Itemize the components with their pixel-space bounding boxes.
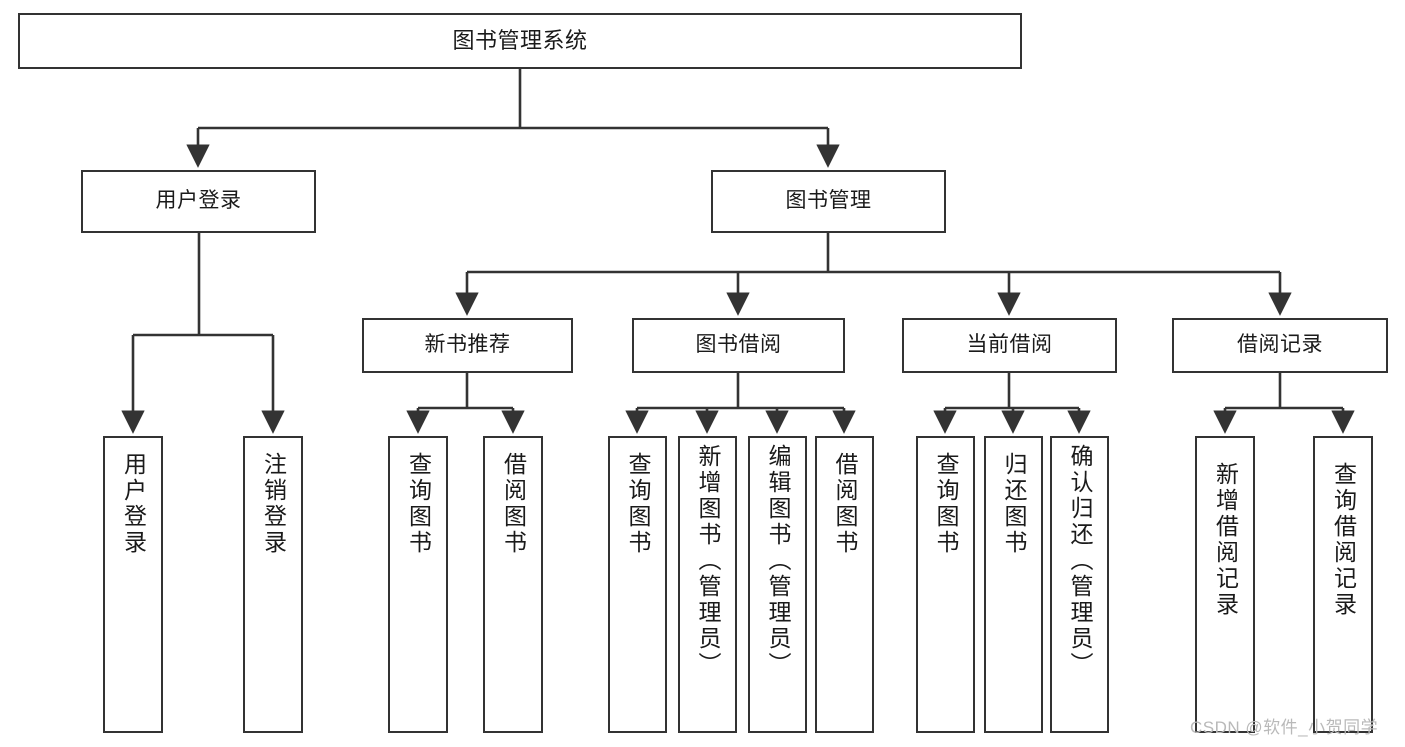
node-leaf-borrow-book-2-label: 借阅图书 (832, 452, 858, 556)
node-current-borrow[interactable]: 当前借阅 (902, 318, 1117, 373)
node-leaf-return-book[interactable]: 归还图书 (984, 436, 1043, 733)
node-leaf-query-borrow-record[interactable]: 查询借阅记录 (1313, 436, 1373, 733)
node-leaf-add-book-label: 新增图书（管理员） (695, 444, 721, 678)
node-current-borrow-label: 当前借阅 (966, 333, 1053, 357)
node-leaf-query-book-3[interactable]: 查询图书 (916, 436, 975, 733)
node-leaf-edit-book-label: 编辑图书（管理员） (765, 444, 791, 678)
node-leaf-logout-login[interactable]: 注销登录 (243, 436, 303, 733)
node-leaf-borrow-book-1[interactable]: 借阅图书 (483, 436, 543, 733)
node-borrow-record[interactable]: 借阅记录 (1172, 318, 1388, 373)
node-leaf-borrow-book-1-label: 借阅图书 (500, 452, 527, 556)
node-root[interactable]: 图书管理系统 (18, 13, 1022, 69)
node-borrow-record-label: 借阅记录 (1237, 333, 1323, 357)
node-new-book-recommend-label: 新书推荐 (424, 333, 511, 357)
node-new-book-recommend[interactable]: 新书推荐 (362, 318, 573, 373)
node-user-login[interactable]: 用户登录 (81, 170, 316, 233)
node-leaf-query-book-1[interactable]: 查询图书 (388, 436, 448, 733)
node-leaf-borrow-book-2[interactable]: 借阅图书 (815, 436, 874, 733)
node-leaf-query-book-3-label: 查询图书 (933, 452, 959, 556)
node-leaf-edit-book[interactable]: 编辑图书（管理员） (748, 436, 807, 733)
node-leaf-query-book-2-label: 查询图书 (625, 452, 651, 556)
node-book-borrow-label: 图书借阅 (695, 333, 782, 357)
watermark: CSDN @软件_小贺同学 (1190, 718, 1379, 737)
node-leaf-query-borrow-record-label: 查询借阅记录 (1330, 462, 1357, 618)
node-book-manage[interactable]: 图书管理 (711, 170, 946, 233)
node-leaf-logout-login-label: 注销登录 (260, 452, 287, 556)
node-leaf-confirm-return[interactable]: 确认归还（管理员） (1050, 436, 1109, 733)
node-leaf-add-borrow-record-label: 新增借阅记录 (1212, 462, 1239, 618)
node-leaf-query-book-1-label: 查询图书 (405, 452, 432, 556)
node-book-manage-label: 图书管理 (785, 189, 872, 213)
node-book-borrow[interactable]: 图书借阅 (632, 318, 845, 373)
node-leaf-user-login-label: 用户登录 (120, 452, 147, 556)
node-leaf-add-book[interactable]: 新增图书（管理员） (678, 436, 737, 733)
node-leaf-add-borrow-record[interactable]: 新增借阅记录 (1195, 436, 1255, 733)
node-user-login-label: 用户登录 (155, 189, 242, 213)
node-root-label: 图书管理系统 (452, 28, 588, 54)
node-leaf-return-book-label: 归还图书 (1001, 452, 1027, 556)
node-leaf-query-book-2[interactable]: 查询图书 (608, 436, 667, 733)
node-leaf-confirm-return-label: 确认归还（管理员） (1067, 444, 1093, 678)
node-leaf-user-login[interactable]: 用户登录 (103, 436, 163, 733)
